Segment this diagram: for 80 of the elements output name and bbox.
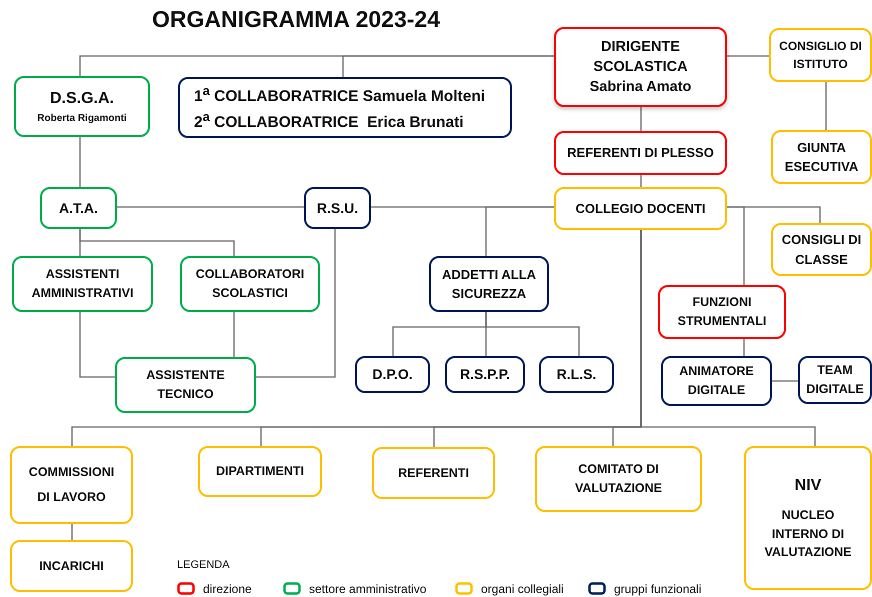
connector-line — [772, 380, 798, 382]
connector-line — [79, 137, 81, 187]
box-heading: INCARICHI — [39, 558, 104, 575]
org-box — [661, 356, 772, 406]
legend-label: settore amministrativo — [309, 582, 426, 596]
connector-line — [79, 312, 115, 378]
org-box — [539, 356, 614, 393]
connector-line — [71, 524, 73, 540]
box-subtext: 2$^{a}$ COLLABORATRICE Erica Brunati — [194, 108, 464, 133]
org-box — [198, 446, 322, 497]
connector-line — [256, 229, 336, 378]
org-box — [10, 540, 133, 592]
box-heading: CONSIGLIO DI ISTITUTO — [778, 38, 863, 73]
connector-line — [743, 339, 745, 356]
connector-line — [233, 312, 235, 357]
connector-line — [640, 175, 642, 187]
box-heading: REFERENTI — [398, 464, 469, 482]
box-heading: ADDETTI ALLA SICUREZZA — [440, 266, 538, 303]
org-box — [10, 446, 133, 524]
org-box — [554, 131, 727, 175]
connector-line — [485, 206, 554, 256]
connector-line — [342, 55, 554, 77]
box-heading: A.T.A. — [59, 198, 98, 218]
org-box — [771, 130, 872, 184]
box-subtext: Roberta Rigamonti — [37, 112, 127, 126]
org-box — [180, 256, 320, 312]
box-heading: GIUNTA ESECUTIVA — [784, 138, 860, 176]
box-heading: COMITATO DI VALUTAZIONE — [574, 461, 664, 497]
box-heading: R.L.S. — [556, 365, 596, 384]
box-heading: CONSIGLI DI CLASSE — [780, 231, 862, 268]
org-box — [445, 356, 525, 393]
box-heading: ANIMATORE DIGITALE — [678, 363, 755, 399]
org-box — [304, 187, 371, 229]
box-heading: D.S.G.A. — [50, 89, 114, 109]
org-box — [429, 256, 549, 312]
box-heading: 1$^{a}$ COLLABORATRICE Samuela Molteni — [194, 82, 486, 107]
box-heading: DIPARTIMENTI — [216, 463, 304, 480]
connector-line — [79, 229, 235, 256]
chart-title: ORGANIGRAMMA 2023-24 — [151, 6, 441, 33]
org-box — [771, 223, 872, 276]
org-box — [658, 285, 786, 339]
org-box — [14, 76, 150, 137]
org-box — [372, 447, 495, 499]
box-heading: TEAM DIGITALE — [805, 362, 865, 398]
org-box — [40, 187, 117, 229]
connector-line — [640, 230, 816, 446]
box-heading: COLLABORATORI SCOLASTICI — [194, 266, 306, 302]
org-box — [798, 356, 872, 404]
box-heading: COMMISSIONI DI LAVORO — [28, 464, 114, 506]
box-heading: ASSISTENTE TECNICO — [145, 367, 226, 403]
org-box — [115, 357, 256, 413]
org-box — [178, 77, 512, 138]
box-heading: R.S.U. — [316, 198, 358, 218]
box-heading: COLLEGIO DOCENTI — [576, 200, 706, 218]
connector-line — [727, 206, 745, 285]
connector-line — [485, 312, 580, 356]
box-heading: D.P.O. — [372, 365, 413, 384]
org-box — [535, 446, 702, 512]
box-subtext: Sabrina Amato — [590, 78, 692, 98]
org-box — [744, 446, 872, 590]
org-box — [355, 356, 430, 393]
connector-line — [825, 82, 827, 130]
box-heading: NIV — [794, 476, 822, 496]
legend-label: organi collegiali — [481, 582, 564, 596]
connector-line — [727, 55, 769, 57]
legend-label: direzione — [203, 582, 252, 596]
box-heading: REFERENTI DI PLESSO — [567, 144, 714, 162]
box-heading: FUNZIONI STRUMENTALI — [676, 294, 768, 330]
box-subtext: NUCLEO INTERNO DI VALUTAZIONE — [763, 506, 853, 562]
connector-line — [117, 206, 304, 208]
box-heading: R.S.P.P. — [460, 365, 510, 384]
org-box — [554, 27, 727, 107]
legend-label: gruppi funzionali — [614, 582, 702, 596]
box-heading: DIRIGENTE SCOLASTICA — [592, 38, 689, 77]
connector-line — [640, 107, 642, 131]
org-box — [12, 256, 153, 312]
box-heading: ASSISTENTI AMMINISTRATIVI — [30, 266, 134, 302]
org-box — [554, 187, 727, 230]
legend-title: LEGENDA — [177, 559, 230, 571]
org-box — [769, 28, 872, 82]
